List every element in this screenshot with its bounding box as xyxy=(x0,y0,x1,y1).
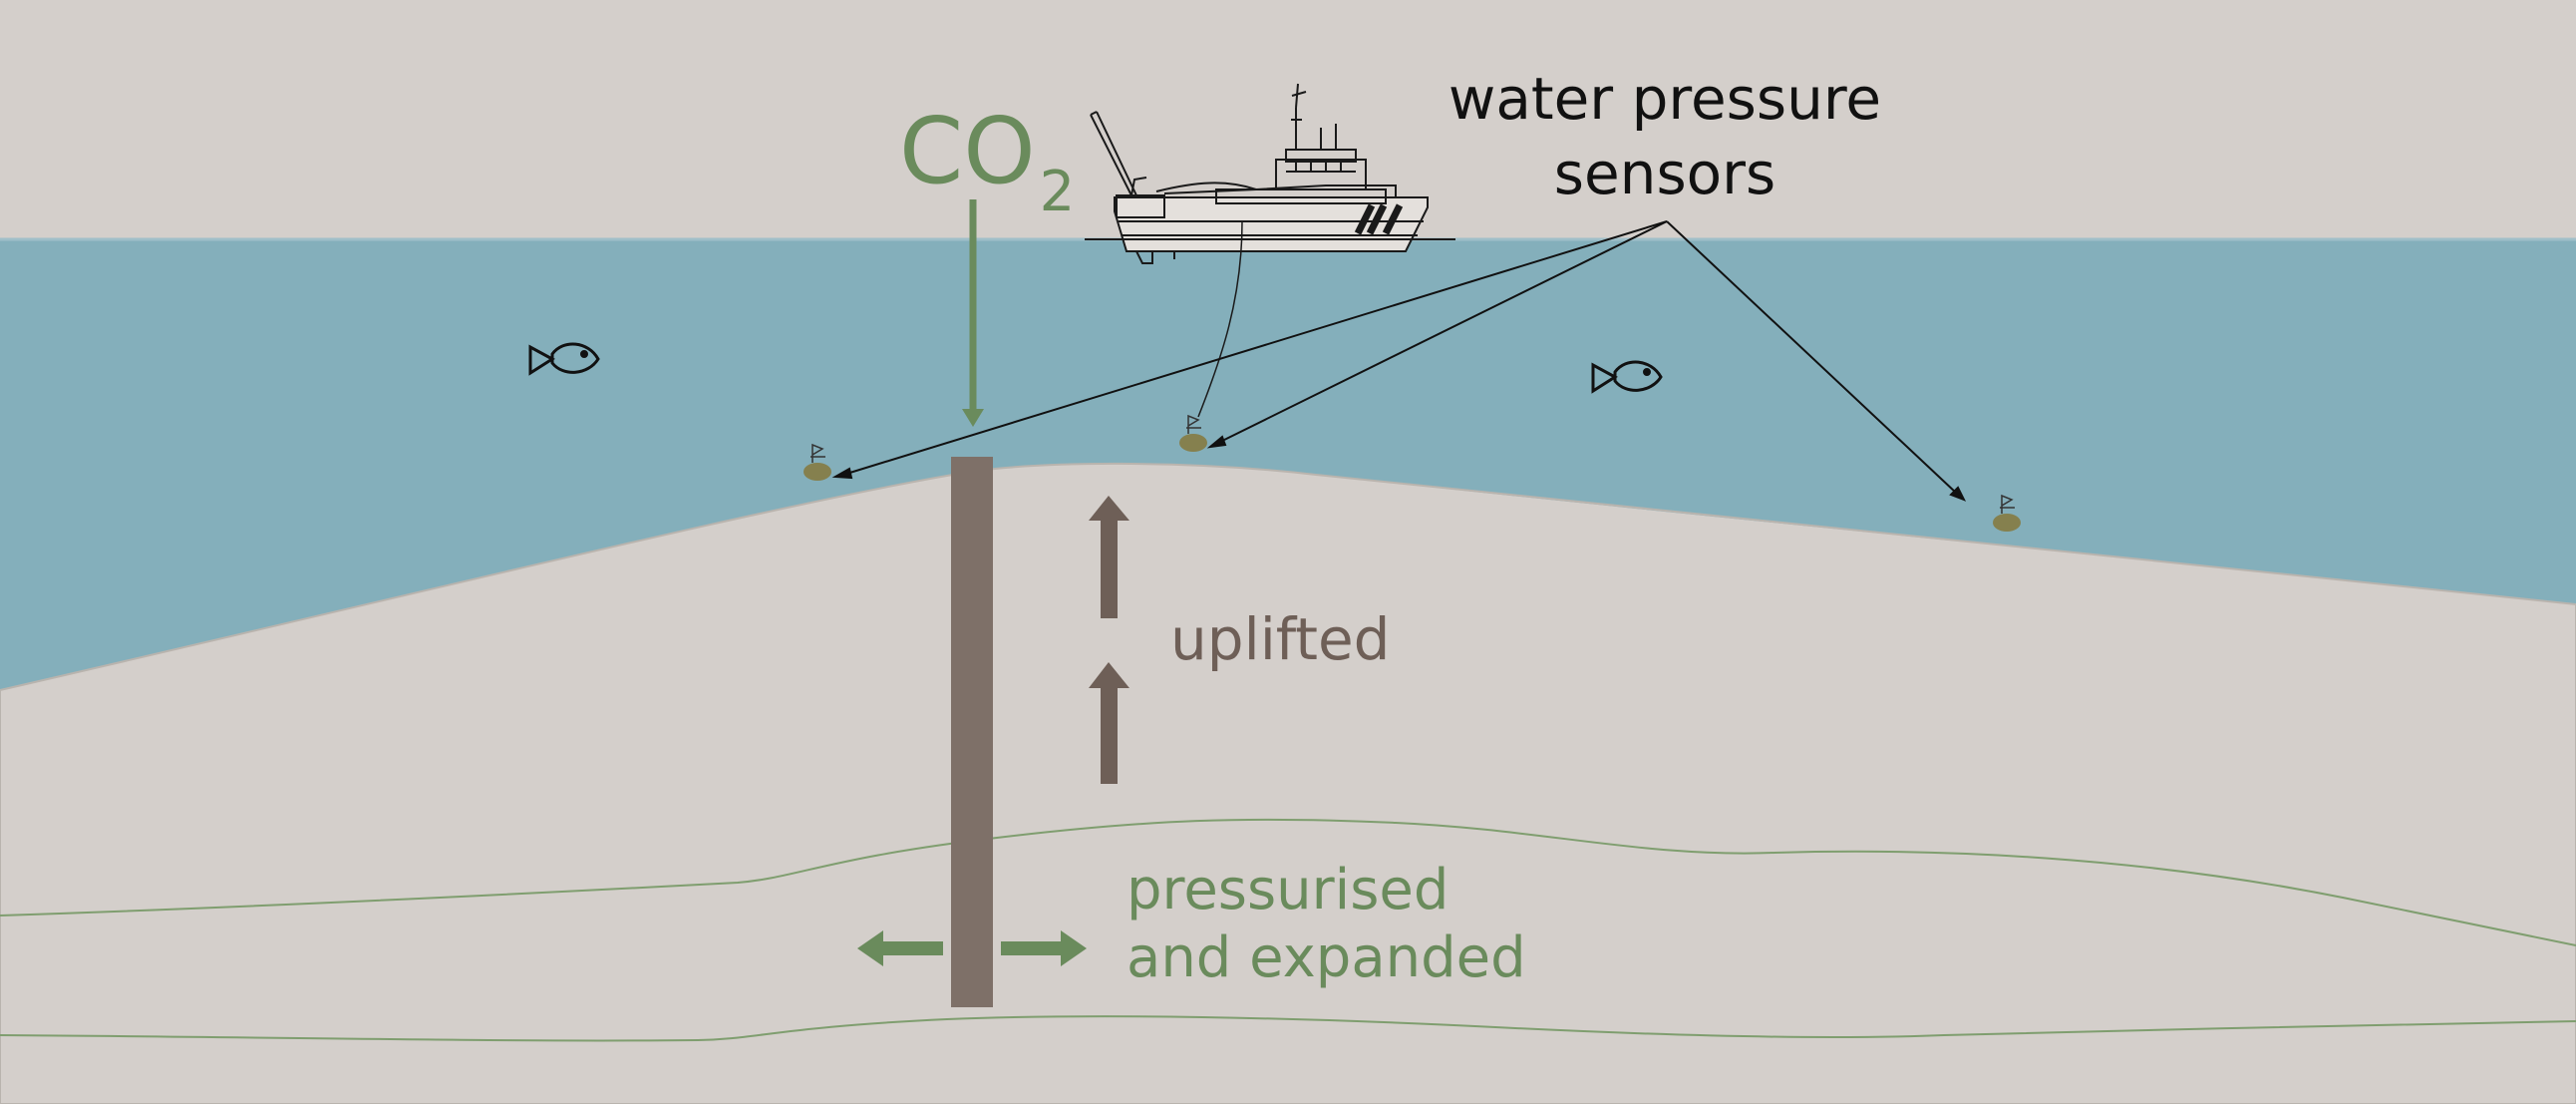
co2-subscript-text: 2 xyxy=(1040,160,1076,224)
fish-icon xyxy=(1591,360,1663,394)
seabed xyxy=(0,462,2576,1104)
expansion-arrow-left xyxy=(857,930,943,966)
sensors-label-line2: sensors xyxy=(1554,140,1775,207)
co2-injection-arrow xyxy=(962,199,984,427)
sensor-buoy-icon xyxy=(804,443,831,481)
co2-label: CO2 xyxy=(899,98,1075,224)
uplift-arrow-upper xyxy=(1089,496,1129,618)
pressurised-label-line1: pressurised xyxy=(1127,858,1449,922)
sensors-label-line1: water pressure xyxy=(1449,65,1881,133)
injection-well xyxy=(951,457,993,1007)
pressurised-label-line2: and expanded xyxy=(1127,925,1526,990)
uplift-arrow-lower xyxy=(1089,662,1129,784)
expansion-arrow-right xyxy=(1001,930,1087,966)
sensor-buoy-icon xyxy=(1993,494,2021,532)
co2-main-text: CO xyxy=(899,98,1036,204)
ship-icon xyxy=(1085,83,1455,418)
reservoir-top-line xyxy=(0,818,2576,946)
sensor-buoy-icon xyxy=(1179,414,1207,452)
uplifted-label: uplifted xyxy=(1170,605,1390,673)
sensor-pointer-lines xyxy=(831,220,1967,502)
reservoir-bottom-line xyxy=(0,1015,2576,1042)
fish-icon xyxy=(528,342,600,376)
